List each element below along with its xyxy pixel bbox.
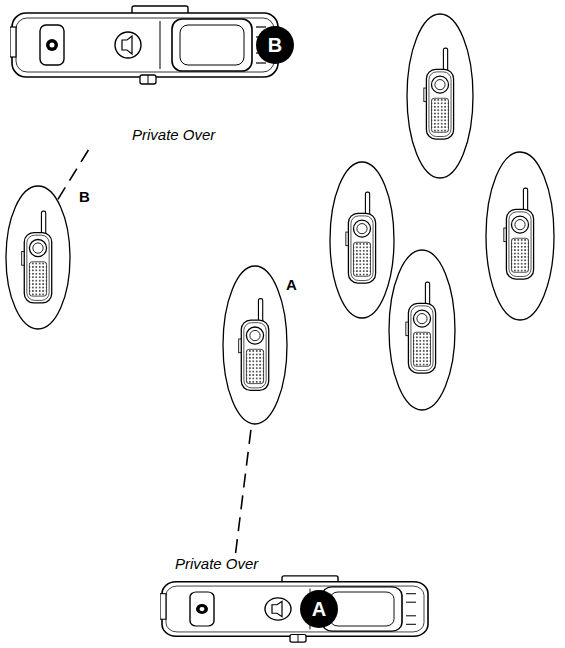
- dashed-link-line: [236, 423, 252, 553]
- badge-letter: B: [268, 34, 282, 56]
- radio-body: [10, 6, 278, 84]
- radio-unit: Private Over: [160, 553, 440, 645]
- oval-border: [6, 186, 70, 329]
- walkie-talkie-cluster: [330, 14, 554, 410]
- spoken-phrase: Private Over: [175, 556, 258, 573]
- walkie-talkie: [239, 299, 269, 391]
- spoken-phrase: Private Over: [132, 127, 215, 144]
- oval-outline: [222, 265, 288, 425]
- radio-unit: Private Over: [10, 5, 290, 150]
- walkie-talkie: [22, 211, 52, 303]
- walkie-talkie-oval: B: [5, 185, 71, 330]
- unit-letter: B: [79, 189, 90, 206]
- radio-drawing: [10, 5, 290, 85]
- unit-badge: B: [256, 26, 294, 64]
- oval-outline: [5, 185, 71, 330]
- oval-border: [223, 266, 287, 424]
- unit-badge: A: [300, 590, 338, 628]
- radio-link: [236, 423, 252, 553]
- radio-body: [160, 576, 428, 642]
- walkie-talkie-oval: A: [222, 265, 288, 425]
- badge-letter: A: [312, 598, 326, 620]
- unit-letter: A: [286, 277, 297, 294]
